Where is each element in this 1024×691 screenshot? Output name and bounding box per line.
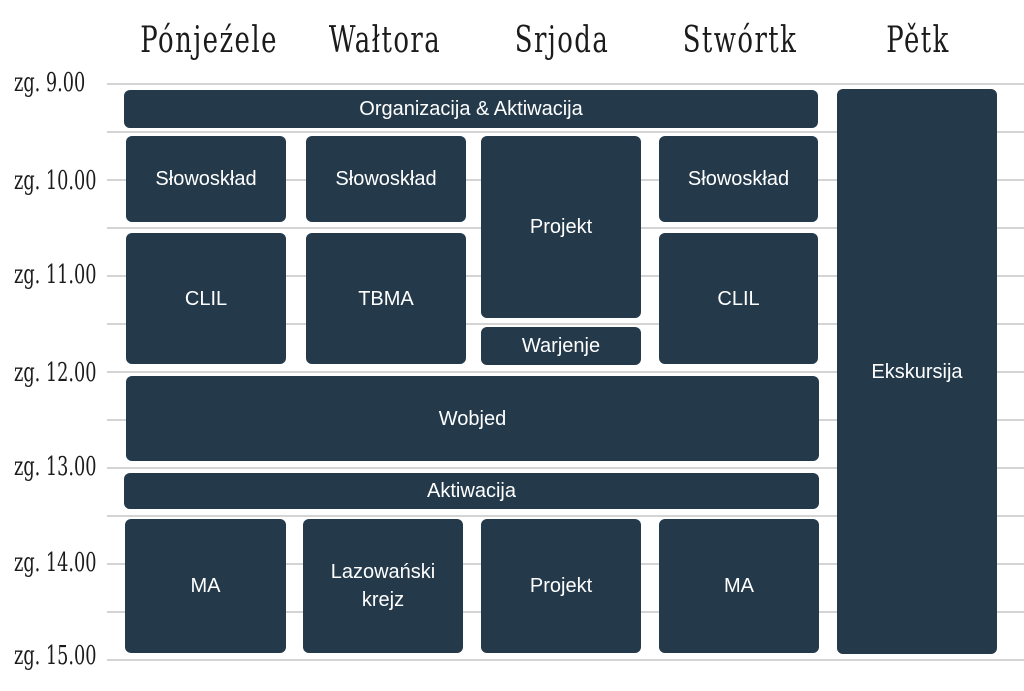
block-wednesday-warjenje: Warjenje [481,327,641,365]
day-header-wednesday: Srjoda [514,20,610,61]
block-monday-clil: CLIL [126,233,286,364]
time-label: zg. 9.00 [14,68,86,98]
block-label: Lazowański krejz [330,561,436,611]
block-tuesday-tbma: TBMA [306,233,466,364]
time-label: zg. 11.00 [14,260,97,290]
block-label: Projekt [529,575,593,597]
block-wednesday-projekt: Projekt [481,136,641,318]
block-label: CLIL [184,287,228,310]
block-aktiwacija: Aktiwacija [124,473,819,509]
gridline [107,323,1024,325]
block-label: Ekskursija [871,360,963,383]
block-monday-slowosklad: Słowoskład [126,136,286,222]
block-label: Słowoskład [335,168,437,190]
block-label: MA [724,575,754,597]
block-thursday-clil: CLIL [659,233,818,364]
time-label: zg. 14.00 [14,548,97,578]
block-tuesday-lazowarski-krejz: Lazowański krejz [303,519,463,653]
block-organizacija-aktiwacija: Organizacija & Aktiwacija [124,90,818,128]
day-header-thursday: Stwórtk [682,20,798,61]
gridline [107,467,1024,469]
block-thursday-slowosklad: Słowoskład [659,136,818,222]
day-header-monday: Pónjeźele [140,20,278,61]
block-label: Warjenje [521,335,601,357]
day-header-tuesday: Wałtora [328,20,442,61]
block-label: Aktiwacija [427,480,516,502]
gridline [107,515,1024,517]
gridline [107,131,1024,133]
gridline [107,659,1024,661]
block-label: Wobjed [438,407,507,430]
block-label: Projekt [529,216,593,238]
time-label: zg. 13.00 [14,452,97,482]
time-label: zg. 10.00 [14,166,97,196]
block-friday-ekskursija: Ekskursija [837,89,997,654]
block-tuesday-slowosklad: Słowoskład [306,136,466,222]
block-monday-ma: MA [125,519,286,653]
block-label: Organizacija & Aktiwacija [359,98,583,120]
block-wednesday-projekt-2: Projekt [481,519,641,653]
block-thursday-ma: MA [659,519,819,653]
block-wobjed: Wobjed [126,376,819,461]
block-label: Słowoskład [155,168,257,190]
day-header-friday: Pětk [886,20,950,61]
time-label: zg. 12.00 [14,358,97,388]
block-label: TBMA [358,287,414,310]
block-label: MA [190,575,221,597]
gridline [107,83,1024,85]
gridline [107,371,1024,373]
block-label: CLIL [717,287,760,310]
block-label: Słowoskład [687,168,790,190]
time-label: zg. 15.00 [14,641,97,671]
